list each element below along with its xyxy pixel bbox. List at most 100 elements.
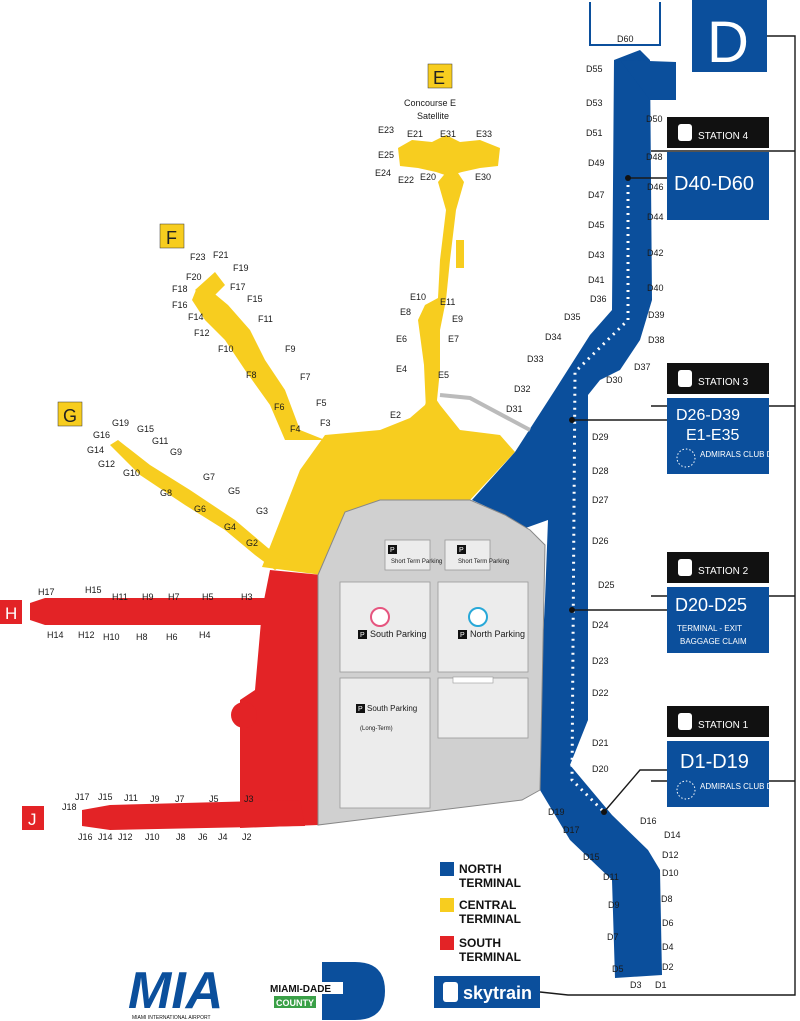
gate-label-g19: G19 <box>112 418 129 428</box>
gate-label-e6: E6 <box>396 334 407 344</box>
terminal-legend: NORTH TERMINAL CENTRAL TERMINAL SOUTH TE… <box>440 862 521 964</box>
gate-label-e23: E23 <box>378 125 394 135</box>
station-2-extra-1: TERMINAL - EXIT <box>677 624 742 633</box>
gate-label-f14: F14 <box>188 312 204 322</box>
gate-label-g11: G11 <box>152 436 168 446</box>
gate-label-d35: D35 <box>564 312 581 322</box>
svg-text:P: P <box>360 632 365 639</box>
svg-text:CENTRAL: CENTRAL <box>459 898 516 912</box>
gate-label-d36: D36 <box>590 294 607 304</box>
gate-label-e7: E7 <box>448 334 459 344</box>
station-1-range: D1-D19 <box>680 751 749 773</box>
gate-label-d34: D34 <box>545 332 562 342</box>
gate-label-d9: D9 <box>608 900 620 910</box>
gate-label-d43: D43 <box>588 250 605 260</box>
long-term-label: (Long-Term) <box>360 726 393 732</box>
north-terminal <box>472 50 676 978</box>
gate-label-d37: D37 <box>634 362 651 372</box>
gate-label-f23: F23 <box>190 252 206 262</box>
gate-label-d50: D50 <box>646 114 663 124</box>
gate-label-d30: D30 <box>606 375 623 385</box>
gate-label-d45: D45 <box>588 220 605 230</box>
gate-label-e8: E8 <box>400 307 411 317</box>
gate-label-d23: D23 <box>592 656 609 666</box>
station-1-card: STATION 1 D1-D19 ADMIRALS CLUB D15 <box>667 706 782 807</box>
south-terminal <box>30 570 322 830</box>
gate-label-j7: J7 <box>175 794 185 804</box>
fish-icon <box>468 607 488 627</box>
station-1-extra: ADMIRALS CLUB D15 <box>700 782 782 791</box>
gate-label-g14: G14 <box>87 445 104 455</box>
station-2-extra-2: BAGGAGE CLAIM <box>680 637 747 646</box>
svg-text:MIAMI-DADE: MIAMI-DADE <box>270 984 331 995</box>
central-terminal <box>110 135 515 575</box>
gate-label-e11: E11 <box>440 297 455 307</box>
gate-label-d28: D28 <box>592 466 609 476</box>
short-term-parking-label-1: Short Term Parking <box>391 559 442 565</box>
gate-label-j3: J3 <box>244 794 254 804</box>
station-2-range: D20-D25 <box>675 595 747 615</box>
gate-label-d31: D31 <box>506 404 523 414</box>
gate-label-d6: D6 <box>662 918 674 928</box>
gate-label-g16: G16 <box>93 430 110 440</box>
concourse-e-caption-1: Concourse E <box>404 98 456 108</box>
gate-label-d47: D47 <box>588 190 605 200</box>
gate-label-d32: D32 <box>514 384 531 394</box>
gate-label-d15: D15 <box>583 852 600 862</box>
concourse-e-caption-2: Satellite <box>417 111 449 121</box>
gate-label-d53: D53 <box>586 98 603 108</box>
concourse-g-badge: G <box>57 401 83 427</box>
gate-label-j8: J8 <box>176 832 186 842</box>
gate-label-j4: J4 <box>218 832 228 842</box>
svg-text:STATION 3: STATION 3 <box>698 377 749 388</box>
gate-label-f16: F16 <box>172 300 188 310</box>
gate-label-h5: H5 <box>202 592 214 602</box>
gate-label-f4: F4 <box>290 424 301 434</box>
gate-label-g9: G9 <box>170 447 182 457</box>
gate-label-j15: J15 <box>98 792 113 802</box>
gate-label-d20: D20 <box>592 764 609 774</box>
svg-text:TERMINAL: TERMINAL <box>459 950 521 964</box>
gate-label-f19: F19 <box>233 263 249 273</box>
svg-text:H: H <box>5 604 17 623</box>
station-3-card: STATION 3 D26-D39 E1-E35 ADMIRALS CLUB D… <box>667 363 782 474</box>
gate-label-d26: D26 <box>592 536 609 546</box>
gate-label-e33: E33 <box>476 129 492 139</box>
gate-label-d5: D5 <box>612 964 624 974</box>
gate-label-d25: D25 <box>598 580 615 590</box>
gate-label-e9: E9 <box>452 314 463 324</box>
svg-text:P: P <box>390 547 395 554</box>
gate-label-f12: F12 <box>194 328 210 338</box>
gate-label-j6: J6 <box>198 832 208 842</box>
svg-text:skytrain: skytrain <box>463 983 532 1003</box>
gate-label-d40: D40 <box>647 283 664 293</box>
gate-label-h9: H9 <box>142 592 154 602</box>
gate-label-d4: D4 <box>662 942 674 952</box>
gate-label-g8: G8 <box>160 488 172 498</box>
gate-label-d2: D2 <box>662 962 674 972</box>
station-3-range-2: E1-E35 <box>686 427 739 444</box>
gate-label-h17: H17 <box>38 587 55 597</box>
parking-garage <box>317 499 546 826</box>
gate-label-d16: D16 <box>640 816 657 826</box>
gate-label-f20: F20 <box>186 272 202 282</box>
gate-label-g15: G15 <box>137 424 154 434</box>
gate-label-d49: D49 <box>588 158 605 168</box>
gate-label-d29: D29 <box>592 432 609 442</box>
concourse-h-badge: H <box>0 600 22 624</box>
gate-label-e10: E10 <box>410 292 426 302</box>
gate-label-d19: D19 <box>548 807 565 817</box>
gate-label-e24: E24 <box>375 168 391 178</box>
gate-label-h15: H15 <box>85 585 102 595</box>
station-2-card: STATION 2 D20-D25 TERMINAL - EXIT BAGGAG… <box>667 552 769 653</box>
gate-label-e31: E31 <box>440 129 456 139</box>
svg-text:P: P <box>460 632 465 639</box>
gate-label-h12: H12 <box>78 630 95 640</box>
gate-label-d46: D46 <box>647 182 664 192</box>
skytrain-logo: skytrain <box>434 976 540 1008</box>
gate-label-d11: D11 <box>603 872 619 882</box>
svg-text:G: G <box>63 406 77 426</box>
